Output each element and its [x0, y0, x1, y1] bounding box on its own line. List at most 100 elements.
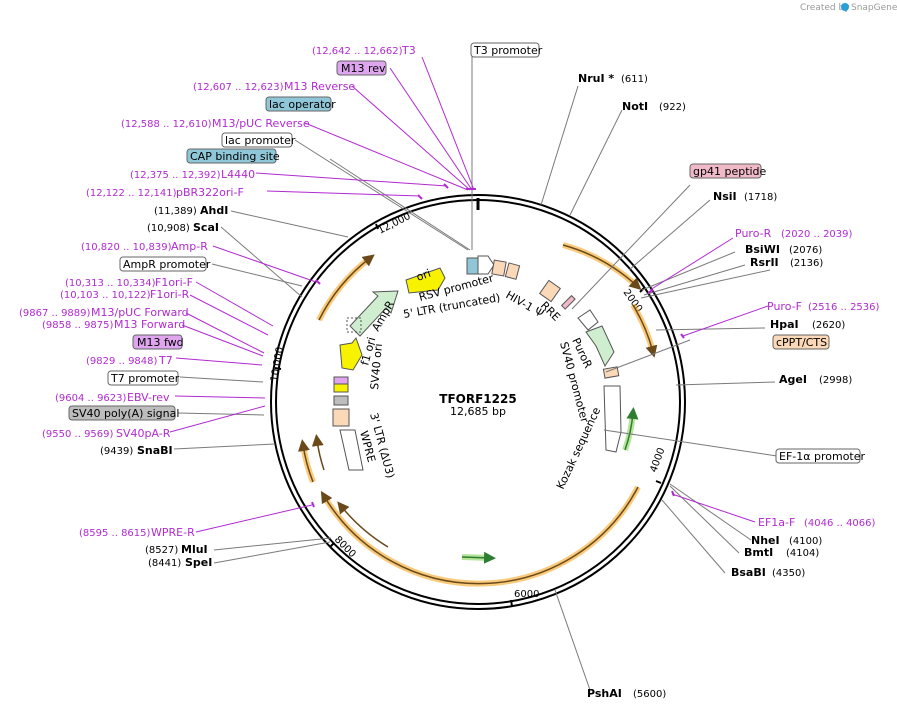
svg-text:(12,588 .. 12,610): (12,588 .. 12,610) [121, 119, 212, 130]
primer-t7[interactable]: (9829 .. 9848) T7 [86, 354, 173, 367]
label-cap-binding-site[interactable]: CAP binding site [186, 148, 280, 164]
svg-text:(9439): (9439) [100, 446, 133, 457]
ef1a-promoter-feature[interactable] [603, 385, 622, 453]
svg-text:SV40 poly(A) signal: SV40 poly(A) signal [72, 407, 179, 420]
svg-text:M13 Forward: M13 Forward [114, 318, 185, 331]
primer-m13-puc-reverse[interactable]: (12,588 .. 12,610) M13/pUC Reverse [121, 117, 310, 130]
svg-text:NotI: NotI [622, 100, 648, 113]
ori-feature[interactable] [405, 267, 446, 294]
svg-text:T3: T3 [401, 44, 416, 57]
site-hpai[interactable]: HpaI (2620) [770, 318, 845, 331]
site-agei[interactable]: AgeI (2998) [779, 373, 852, 386]
label-cppt-cts[interactable]: cPPT/CTS [772, 334, 830, 350]
ltr5-feature[interactable] [491, 259, 507, 277]
cppt-feature[interactable] [602, 366, 620, 379]
svg-text:F1ori-R: F1ori-R [150, 288, 190, 301]
primer-sv40pa-r[interactable]: (9550 .. 9569) SV40pA-R [42, 427, 171, 440]
site-pshai[interactable]: PshAI (5600) [587, 687, 666, 700]
svg-text:(9550 .. 9569): (9550 .. 9569) [42, 429, 114, 440]
label-ef1a-promoter[interactable]: EF-1α promoter [775, 448, 866, 464]
svg-text:SpeI: SpeI [185, 556, 212, 569]
rsv-promoter-feature[interactable] [477, 255, 495, 275]
primer-t3[interactable]: (12,642 .. 12,662) T3 [312, 44, 416, 57]
primer-f1ori-r[interactable]: (10,103 .. 10,122) F1ori-R [60, 288, 190, 301]
gp41-feature[interactable] [560, 294, 576, 310]
svg-text:(10,313 .. 10,334): (10,313 .. 10,334) [65, 278, 156, 289]
hiv-psi-feature[interactable] [504, 262, 521, 280]
site-nhei[interactable]: NheI (4100) [751, 534, 822, 547]
svg-text:(10,820 .. 10,839): (10,820 .. 10,839) [81, 242, 172, 253]
site-nsii[interactable]: NsiI (1718) [713, 190, 777, 203]
svg-text:MluI: MluI [181, 543, 208, 556]
svg-text:(10,908): (10,908) [147, 223, 190, 234]
site-scai[interactable]: (10,908) ScaI [147, 221, 219, 234]
f1-ori-feature[interactable] [339, 336, 363, 371]
svg-text:(1718): (1718) [744, 192, 777, 203]
site-ahdi[interactable]: (11,389) AhdI [154, 204, 228, 217]
sv40-promoter-feature[interactable] [577, 309, 599, 331]
primer-m13-puc-forward[interactable]: (9867 .. 9889) M13/pUC Forward [19, 306, 189, 319]
label-m13-fwd[interactable]: M13 fwd [132, 334, 184, 350]
rre-feature[interactable] [538, 279, 562, 303]
primer-ebv-rev[interactable]: (9604 .. 9623) EBV-rev [55, 391, 170, 404]
sv40-ori-feature[interactable] [333, 383, 349, 393]
svg-text:L4440: L4440 [221, 168, 255, 181]
site-mlui[interactable]: (8527) MluI [145, 543, 208, 556]
primer-m13-reverse[interactable]: (12,607 .. 12,623) M13 Reverse [193, 80, 355, 93]
svg-text:PshAI: PshAI [587, 687, 622, 700]
label-sv40-polya[interactable]: SV40 poly(A) signal [68, 405, 179, 421]
primer-l4440[interactable]: (12,375 .. 12,392) L4440 [130, 168, 255, 181]
sv40-polya-feature[interactable] [333, 395, 349, 406]
site-noti[interactable]: NotI (922) [622, 100, 686, 113]
primer-pbr322ori-f[interactable]: (12,122 .. 12,141) pBR322ori-F [86, 186, 244, 199]
feature-label-sv40-ori: SV40 ori [368, 343, 385, 390]
svg-text:(9867 .. 9889): (9867 .. 9889) [19, 308, 91, 319]
site-bsabi[interactable]: BsaBI (4350) [731, 566, 805, 579]
ltr3-feature[interactable] [332, 408, 350, 427]
primer-amp-r[interactable]: (10,820 .. 10,839) Amp-R [81, 240, 208, 253]
svg-text:Puro-F: Puro-F [767, 300, 802, 313]
site-snabi[interactable]: (9439) SnaBI [100, 444, 173, 457]
svg-text:(11,389): (11,389) [154, 206, 197, 217]
primer-f1ori-f[interactable]: (10,313 .. 10,334) F1ori-F [65, 276, 193, 289]
primer-puro-r[interactable]: Puro-R (2020 .. 2039) [735, 227, 853, 240]
svg-text:M13/pUC Reverse: M13/pUC Reverse [212, 117, 310, 130]
site-rsrii[interactable]: RsrII (2136) [750, 256, 823, 269]
svg-text:SV40pA-R: SV40pA-R [116, 427, 171, 440]
site-nrui[interactable]: NruI * (611) [578, 72, 648, 85]
site-bmti[interactable]: BmtI (4104) [744, 546, 819, 559]
svg-text:RsrII: RsrII [750, 256, 779, 269]
lac-operator-feature[interactable] [466, 257, 480, 275]
svg-text:(4100): (4100) [789, 536, 822, 547]
site-spei[interactable]: (8441) SpeI [148, 556, 212, 569]
svg-text:CAP binding site: CAP binding site [190, 150, 280, 163]
feature-shapes [332, 255, 622, 471]
wpre-feature[interactable] [339, 429, 364, 471]
svg-text:NsiI: NsiI [713, 190, 737, 203]
label-gp41-peptide[interactable]: gp41 peptide [689, 163, 767, 179]
label-t3-promoter[interactable]: T3 promoter [470, 42, 543, 58]
primer-wpre-r[interactable]: (8595 .. 8615) WPRE-R [79, 526, 195, 539]
primer-m13-forward[interactable]: (9858 .. 9875) M13 Forward [42, 318, 185, 331]
puror-feature[interactable] [585, 325, 615, 368]
label-t7-promoter[interactable]: T7 promoter [107, 370, 180, 386]
label-m13-rev[interactable]: M13 rev [336, 60, 387, 76]
tick-label-4000: 4000 [648, 446, 667, 474]
svg-text:BmtI: BmtI [744, 546, 773, 559]
label-lac-promoter[interactable]: lac promoter [221, 132, 296, 148]
svg-text:EBV-rev: EBV-rev [127, 391, 170, 404]
svg-text:(611): (611) [621, 74, 648, 85]
label-ampr-promoter[interactable]: AmpR promoter [119, 256, 211, 272]
label-lac-operator[interactable]: lac operator [265, 96, 336, 112]
site-bsiwi[interactable]: BsiWI (2076) [745, 243, 822, 256]
svg-text:(12,122 .. 12,141): (12,122 .. 12,141) [86, 188, 177, 199]
svg-text:BsaBI: BsaBI [731, 566, 766, 579]
svg-text:(8527): (8527) [145, 545, 178, 556]
svg-text:(4350): (4350) [772, 568, 805, 579]
tick-label-6000: 6000 [514, 589, 539, 600]
primer-ef1a-f[interactable]: EF1a-F (4046 .. 4066) [758, 516, 876, 529]
primer-puro-f[interactable]: Puro-F (2516 .. 2536) [767, 300, 880, 313]
ampr-feature[interactable] [349, 290, 399, 337]
svg-text:Puro-R: Puro-R [735, 227, 772, 240]
